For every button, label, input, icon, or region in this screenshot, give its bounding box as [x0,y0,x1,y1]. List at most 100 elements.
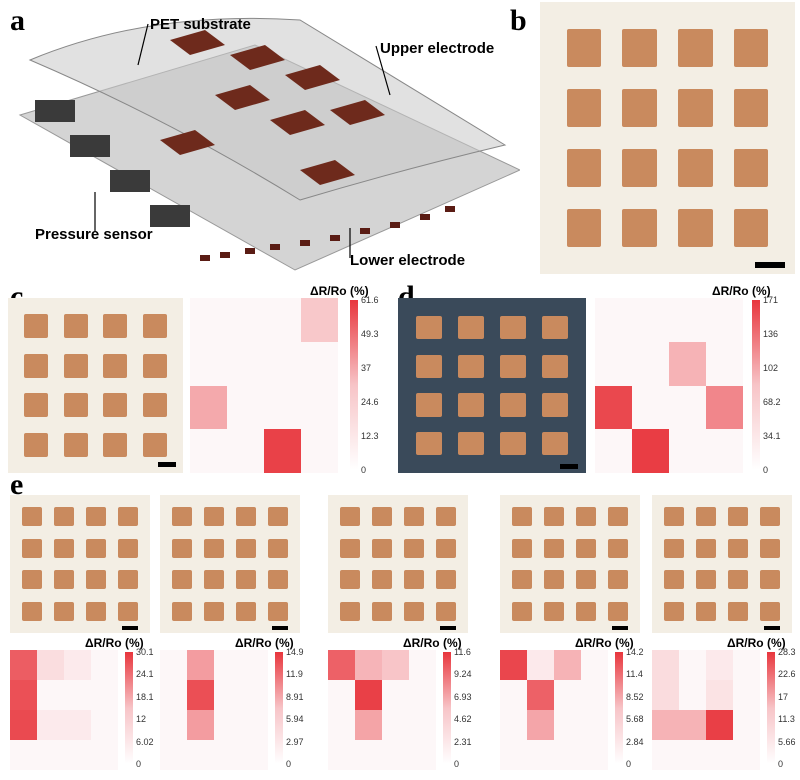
copper-pad [404,601,424,621]
copper-pad [143,353,168,378]
copper-pad [576,507,596,527]
heatmap-cell [227,429,264,473]
copper-pad [63,353,88,378]
heatmap-cell [581,710,608,740]
copper-pad [622,209,657,247]
scale-bar [440,626,456,630]
copper-pad [404,507,424,527]
copper-pad [416,393,442,417]
copper-pad [236,507,256,527]
copper-pad [103,313,128,338]
copper-pad [678,29,713,67]
heatmap-cell [10,740,37,770]
heatmap-cell [160,650,187,680]
scale-bar [612,626,628,630]
heatmap-cell [595,385,632,430]
heatmap-cell [554,650,581,680]
colorbar-tick-label: 2.31 [454,736,472,747]
copper-pad [544,601,564,621]
colorbar-tick-label: 24.6 [361,397,379,407]
copper-pad [86,570,106,590]
copper-pad [63,393,88,418]
copper-pad [608,601,628,621]
heatmap-cell [64,650,91,680]
scale-bar [272,626,288,630]
copper-pad [86,538,106,558]
heatmap-cell [527,650,554,680]
copper-pad [622,29,657,67]
heatmap-cell [500,710,527,740]
colorbar-title: ΔR/Ro (%) [85,636,144,650]
copper-pad [733,149,769,187]
copper-pad [566,209,602,247]
heatmap-cell [64,680,91,710]
heatmap-cell [706,650,733,680]
colorbar-gradient [615,652,623,764]
copper-pad [404,538,424,558]
copper-pad [500,432,526,456]
copper-pad [576,538,596,558]
heatmap-cell [328,740,355,770]
colorbar-tick-label: 0 [361,465,367,475]
colorbar-tick-label: 2.97 [286,736,304,747]
copper-pad [760,570,780,590]
heatmap-cell [91,650,118,680]
copper-pad [204,538,224,558]
label-pressure-sensor: Pressure sensor [35,226,153,243]
heatmap-cell [355,680,382,710]
copper-pad [118,538,138,558]
scale-bar [764,626,780,630]
letter-heatmap [500,650,608,770]
colorbar-title: ΔR/Ro (%) [575,636,634,650]
copper-pad [542,432,568,456]
panel-letter-b: b [510,4,527,37]
heatmap-cell [409,650,436,680]
copper-pad [63,313,88,338]
heatmap-cell [264,341,301,386]
letter-heatmap [10,650,118,770]
heatmap-cell [669,298,706,342]
colorbar-tick-label: 0 [286,759,292,769]
colorbar-title: ΔR/Ro (%) [235,636,294,650]
copper-pad [728,570,748,590]
heatmap-cell [10,680,37,710]
copper-pad [728,601,748,621]
copper-pad [118,601,138,621]
copper-pad [372,601,392,621]
colorbar-tick-label: 30.1 [136,647,154,657]
colorbar-tick-label: 171 [763,295,779,305]
heatmap-cell [91,740,118,770]
heatmap-cell [190,429,227,473]
copper-pad [622,89,657,127]
colorbar-tick-label: 4.62 [454,714,472,725]
copper-pad [236,570,256,590]
heatmap-cell [241,680,268,710]
colorbar-tick-label: 102 [763,363,779,373]
colorbar-tick-label: 14.2 [626,647,644,657]
heatmap-cell [706,298,743,342]
copper-pad [760,507,780,527]
colorbar-title: ΔR/Ro (%) [712,284,771,298]
copper-pad [512,538,532,558]
copper-pad [728,538,748,558]
colorbar-tick-label: 0 [778,759,784,769]
colorbar-title: ΔR/Ro (%) [310,284,369,298]
colorbar-tick-label: 5.94 [286,714,304,725]
colorbar-tick-label: 0 [136,759,142,769]
heatmap-cell [382,650,409,680]
heatmap-cell [706,710,733,740]
heatmap-cell [733,650,760,680]
copper-pad [63,433,88,458]
colorbar-tick-label: 2.84 [626,736,644,747]
copper-pad [86,601,106,621]
heatmap-cell [669,341,706,386]
colorbar-tick-label: 14.9 [286,647,304,657]
heatmap-cell [733,740,760,770]
heatmap-cell [652,710,679,740]
copper-pad [664,507,684,527]
colorbar-tick-label: 11.4 [626,669,643,680]
label-lower-electrode: Lower electrode [350,252,466,269]
colorbar-tick-label: 37 [361,363,372,373]
heatmap-cell [227,385,264,430]
heatmap-cell [301,298,338,342]
